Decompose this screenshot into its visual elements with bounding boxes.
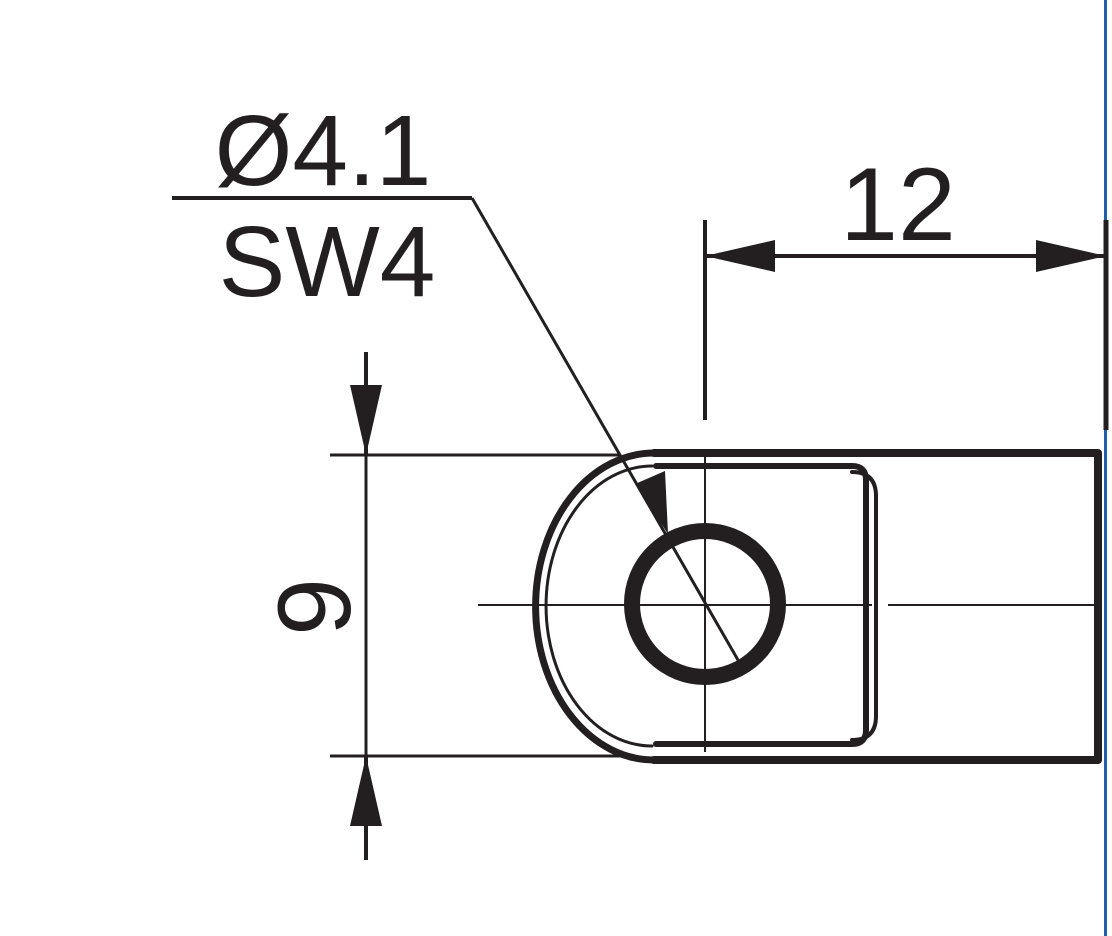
arrow-up-icon xyxy=(350,756,382,826)
height-label: 9 xyxy=(257,578,373,636)
part-body xyxy=(532,449,1102,764)
arrow-right-icon xyxy=(1036,240,1106,272)
frame-edge xyxy=(1104,0,1112,936)
arrow-left-icon xyxy=(705,240,775,272)
part-front-arc-outer xyxy=(532,449,658,764)
callout-arrow-icon xyxy=(635,471,668,534)
hole-callout xyxy=(172,196,740,661)
hole-diameter-label: Ø4.1 xyxy=(215,95,432,207)
callout-leader xyxy=(470,197,740,661)
part-outline xyxy=(650,449,1102,764)
length-label: 12 xyxy=(840,147,956,263)
wrench-flat-step xyxy=(850,470,878,742)
wrench-size-label: SW4 xyxy=(219,206,436,318)
arrow-down-icon xyxy=(350,385,382,455)
